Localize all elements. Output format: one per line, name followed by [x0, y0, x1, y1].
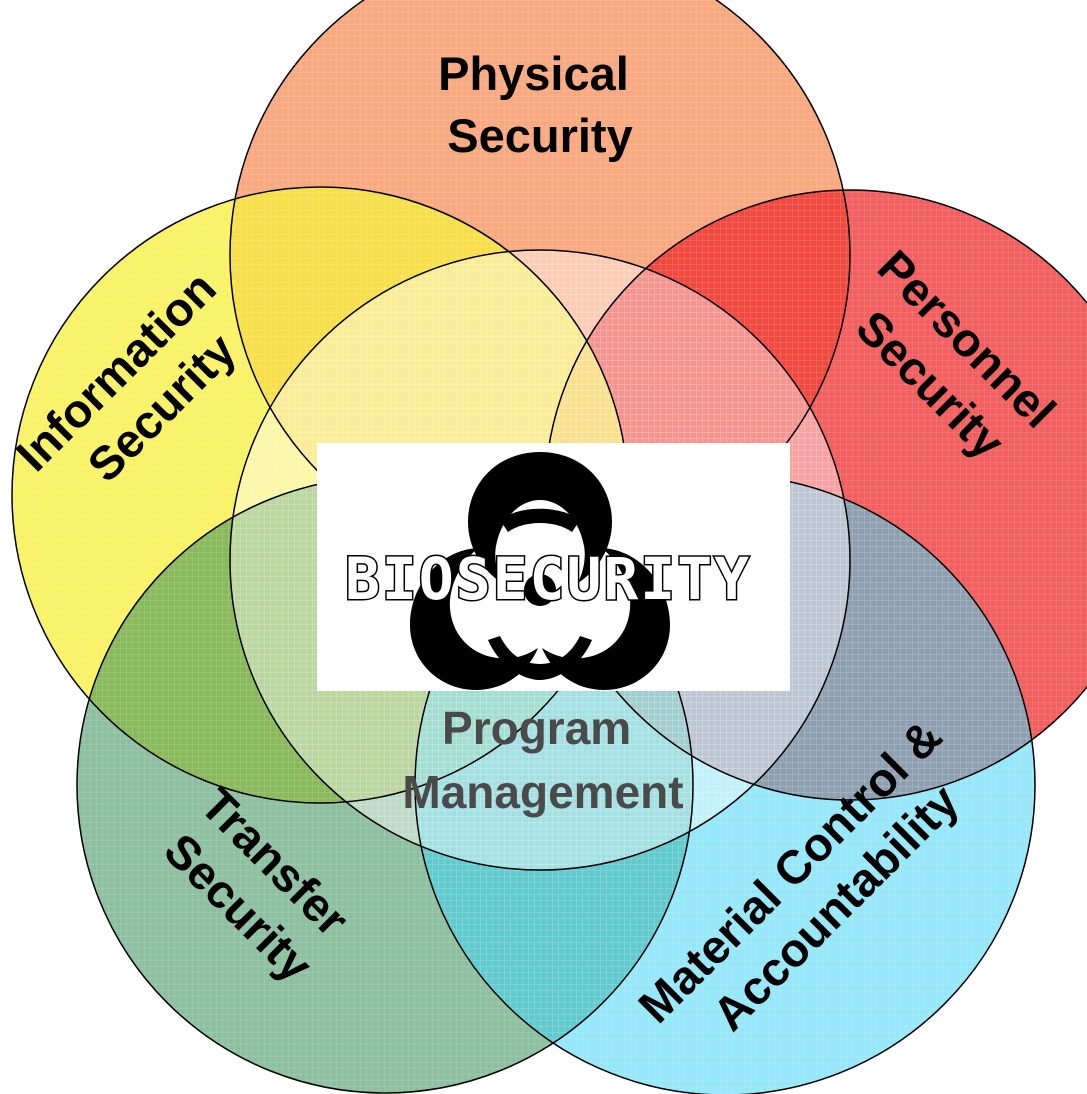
program-management-label: Program Management [402, 702, 683, 818]
physical-security-label: Physical Security [438, 47, 642, 162]
physical-label-line-2: Security [447, 109, 632, 162]
biosecurity-wordmark: BIOSECURITY [345, 545, 751, 613]
biohazard-icon [410, 452, 670, 690]
biosecurity-logo: BIOSECURITY [317, 443, 790, 691]
program-label-line-1: Program [442, 702, 631, 754]
circle-outlines [11, 0, 1087, 1094]
program-label-line-2: Management [402, 766, 683, 818]
physical-label-line-1: Physical [438, 47, 629, 100]
